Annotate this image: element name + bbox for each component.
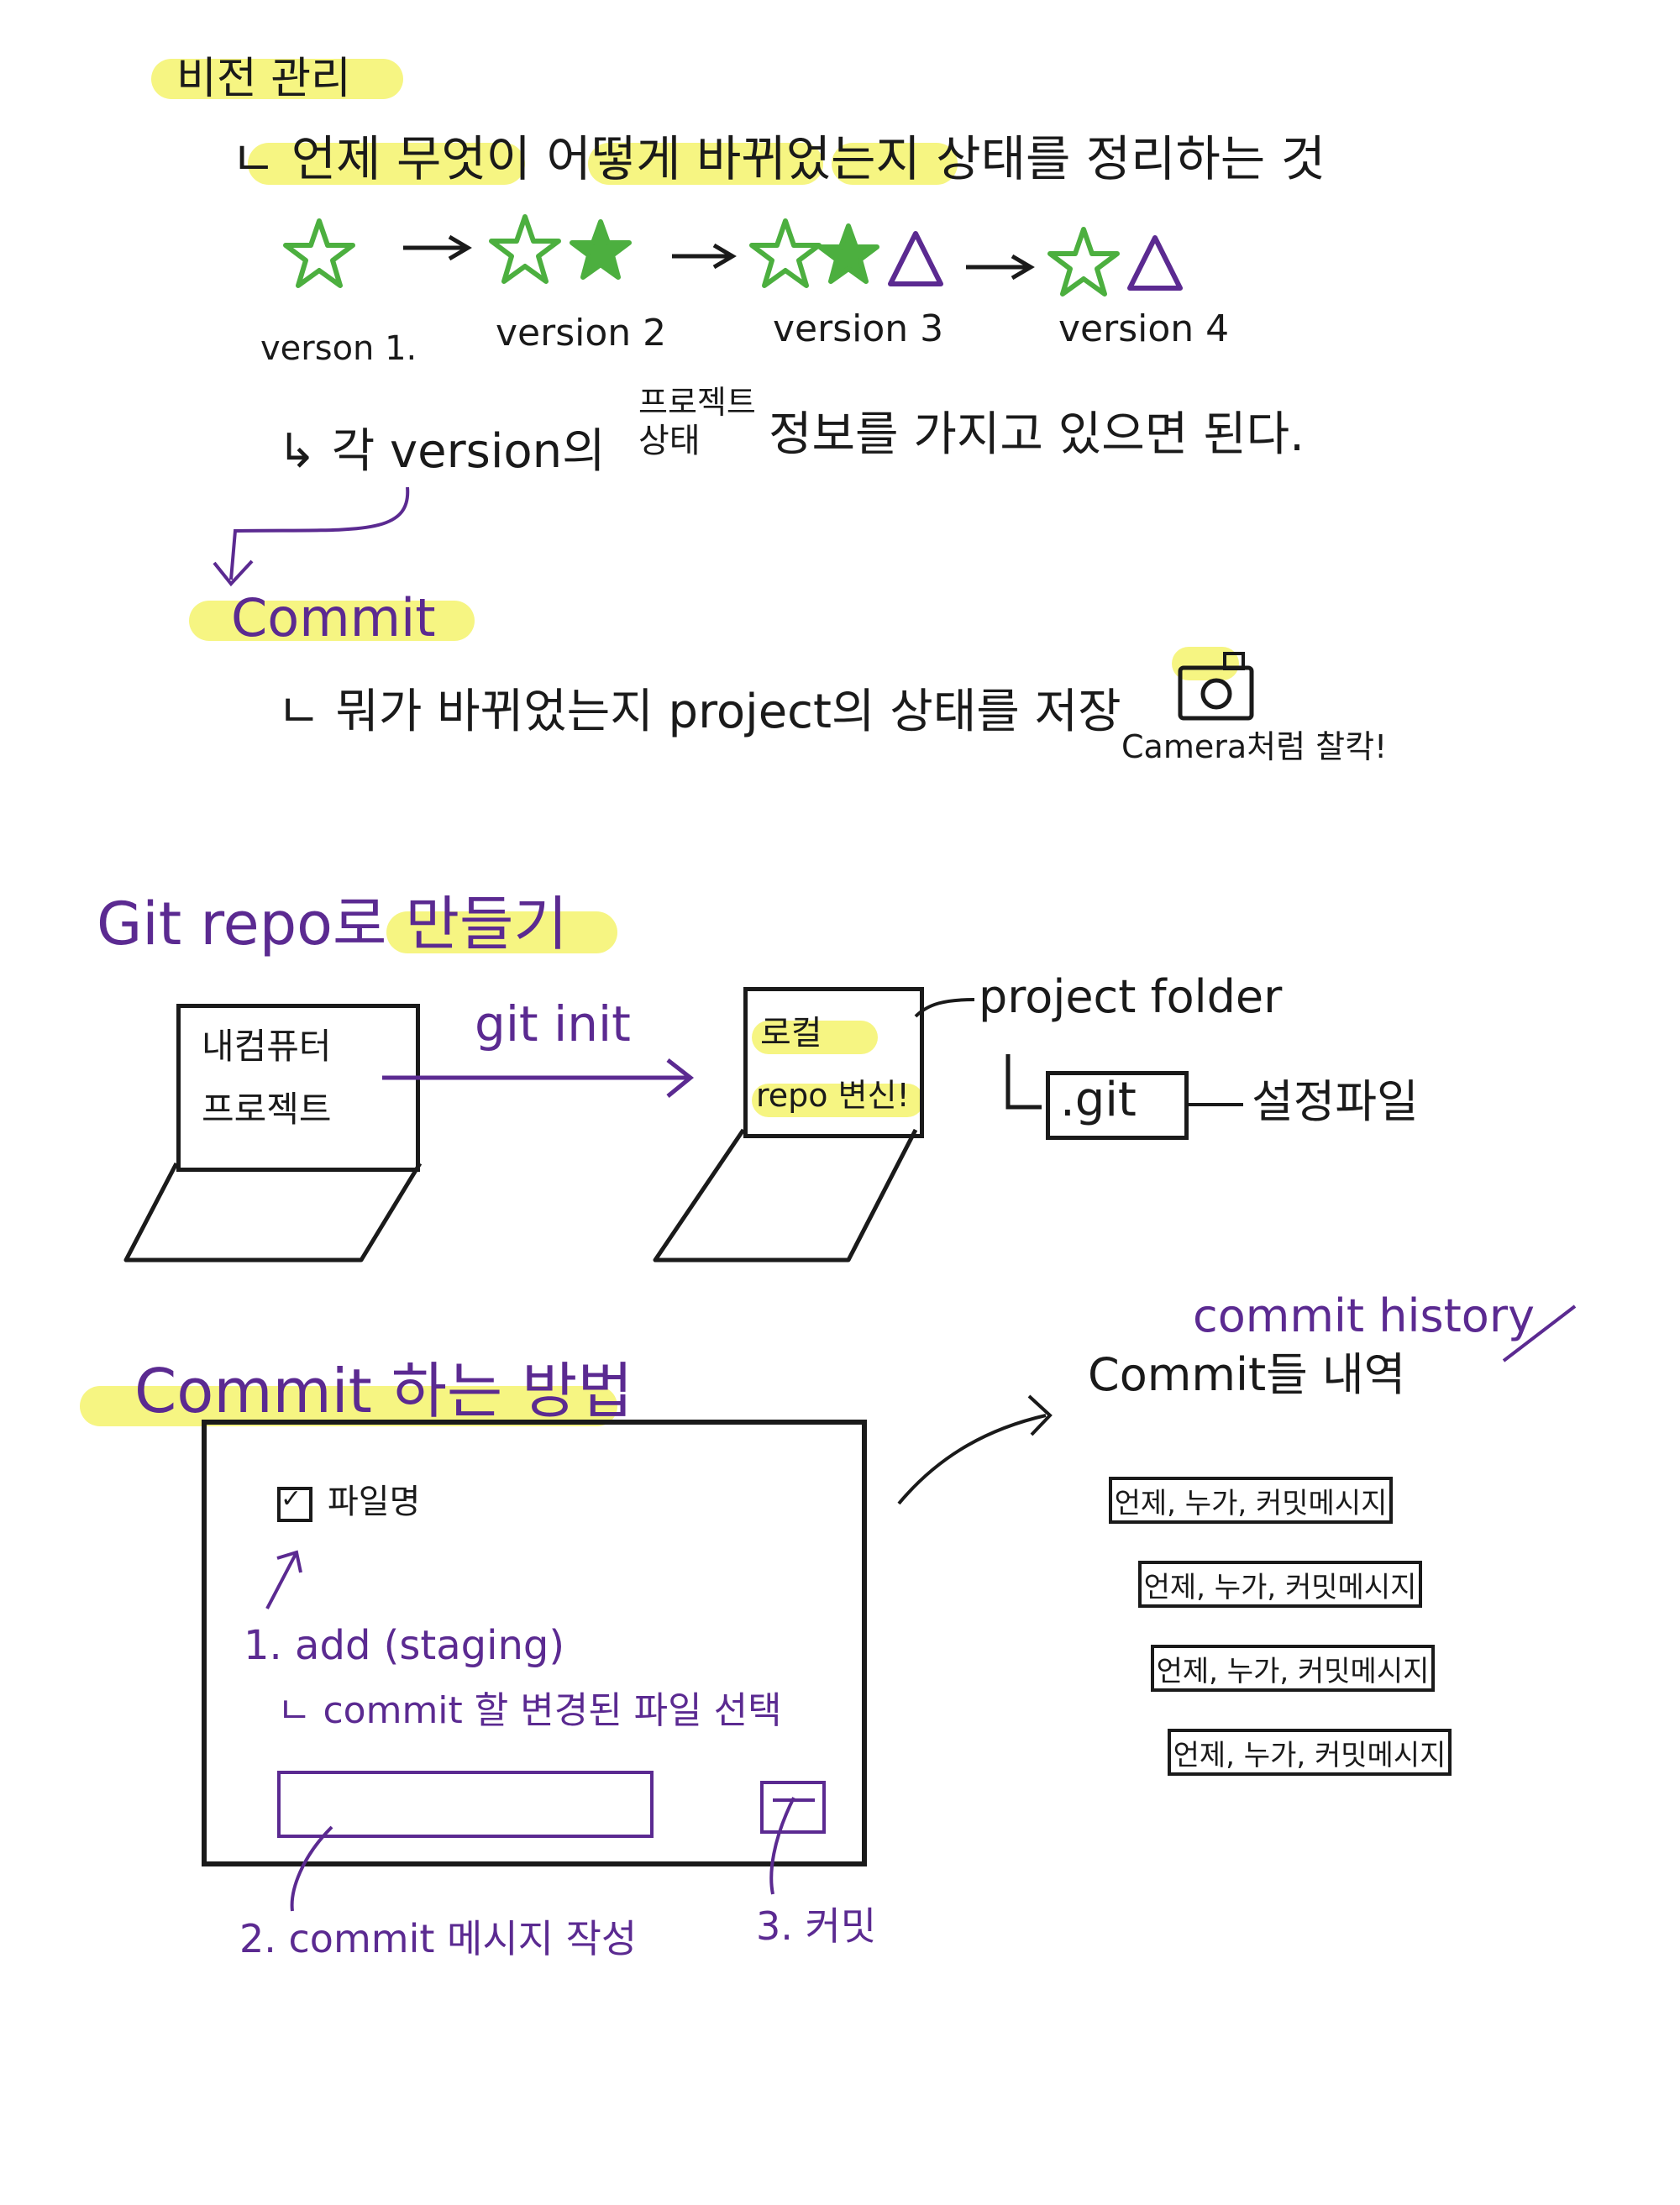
- commit-title: Commit: [231, 587, 436, 648]
- file-checkbox: [277, 1487, 312, 1522]
- highlight: [588, 143, 823, 185]
- step2-label: 2. commit 메시지 작성: [239, 1916, 638, 1961]
- git-init-command: git init: [475, 995, 631, 1053]
- definition-text: ㄴ 언제 무엇이 어떻게 바뀌었는지 상태를 정리하는 것: [231, 130, 1326, 187]
- history-entry: 언제, 누가, 커밋메시지: [1168, 1729, 1452, 1776]
- git-repo-title: Git repo로 만들기: [97, 890, 568, 958]
- highlight: [752, 1084, 924, 1117]
- version-label: version 2: [496, 312, 667, 354]
- history-entry: 언제, 누가, 커밋메시지: [1138, 1561, 1422, 1608]
- connector-line: [1005, 1054, 1042, 1110]
- star-icon: [1050, 229, 1117, 294]
- pointer-line: [769, 1797, 795, 1895]
- commit-window: [202, 1420, 867, 1866]
- history-entry: 언제, 누가, 커밋메시지: [1151, 1645, 1435, 1692]
- triangle-icon: [1130, 238, 1180, 288]
- highlight: [151, 59, 403, 99]
- history-title: commit history: [1193, 1289, 1536, 1342]
- section-title: 비전 관리: [176, 54, 351, 104]
- laptop-left-line: 프로젝트: [202, 1089, 332, 1130]
- camera-note: Camera처럼 찰칵!: [1121, 728, 1388, 765]
- star-icon: [491, 217, 559, 281]
- commit-howto-title: Commit 하는 방법: [134, 1356, 633, 1426]
- laptop-right-line: repo 변신!: [756, 1077, 910, 1114]
- laptop-base-left: [123, 1162, 423, 1263]
- commit-button[interactable]: [760, 1781, 826, 1834]
- commit-definition: ㄴ 뭐가 바뀌었는지 project의 상태를 저장: [277, 685, 1121, 739]
- step1-label: 1. add (staging): [244, 1622, 565, 1669]
- step3-label: 3. 커밋: [756, 1903, 877, 1949]
- checkbox-label: 파일명: [328, 1483, 421, 1521]
- pen-stroke: [1502, 1305, 1577, 1362]
- version-label: version 3: [773, 307, 944, 350]
- laptop-right-line: 로컬: [760, 1014, 822, 1053]
- pointer-line: [290, 1825, 333, 1912]
- highlight: [386, 911, 617, 953]
- highlight: [248, 143, 525, 185]
- arrow-icon: [382, 1058, 695, 1098]
- config-file-label: 설정파일: [1252, 1075, 1419, 1128]
- note-stacked-top: 프로젝트: [638, 384, 756, 421]
- arrow-icon: [213, 486, 410, 587]
- arrow-icon: [966, 254, 1035, 281]
- history-subtitle: Commit들 내역: [1088, 1348, 1406, 1401]
- laptop-screen-left: [176, 1004, 420, 1172]
- note-stacked-bottom: 상태: [638, 422, 701, 460]
- note-text: 정보를 가지고 있으면 된다.: [769, 407, 1305, 462]
- version-label: verson 1.: [260, 329, 417, 368]
- project-folder-label: project folder: [979, 970, 1283, 1023]
- star-filled-icon: [572, 222, 629, 277]
- arrow-icon: [403, 234, 472, 261]
- arrow-icon: [897, 1394, 1053, 1505]
- laptop-left-line: 내컴퓨터: [202, 1026, 332, 1067]
- git-folder-label: .git: [1060, 1073, 1137, 1127]
- laptop-screen-right: [743, 987, 924, 1138]
- connector-line: [914, 998, 975, 1018]
- laptop-base-right: [653, 1128, 918, 1263]
- highlight: [752, 1021, 878, 1054]
- triangle-icon: [890, 234, 941, 284]
- arrow-icon: [265, 1550, 302, 1609]
- history-entry: 언제, 누가, 커밋메시지: [1109, 1477, 1393, 1524]
- step1-note: ㄴ commit 할 변경된 파일 선택: [277, 1689, 782, 1732]
- arrow-icon: [672, 243, 737, 270]
- camera-icon: [1178, 652, 1254, 721]
- commit-message-input[interactable]: [277, 1771, 654, 1838]
- checkbox-check: ✓: [281, 1484, 302, 1514]
- star-filled-icon: [820, 226, 877, 281]
- highlight: [189, 601, 475, 641]
- star-icon: [752, 221, 819, 286]
- note-text: ↳ 각 version의: [277, 424, 606, 479]
- highlight: [832, 143, 958, 185]
- version-label: version 4: [1058, 307, 1230, 350]
- star-icon: [286, 221, 353, 286]
